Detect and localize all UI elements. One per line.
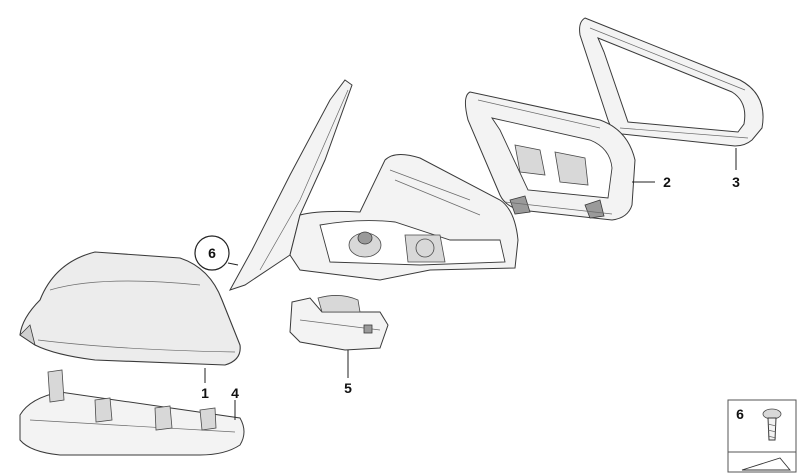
part-6-mirror-base: [228, 79, 519, 291]
callout-6: 6: [194, 235, 230, 271]
part-3-trim-frame: [579, 17, 764, 147]
leader-lines: [204, 148, 737, 420]
svg-text:6: 6: [208, 245, 216, 261]
callout-2: 2: [663, 174, 671, 190]
part-2-carrier-frame: [464, 91, 636, 221]
callout-3: 3: [732, 174, 740, 190]
part-5-bracket: [289, 295, 389, 351]
screw-icon: [762, 408, 782, 441]
callout-4: 4: [231, 385, 239, 401]
svg-text:6: 6: [736, 406, 744, 422]
part-1-mirror-cap: [19, 251, 241, 366]
part-4-lower-housing: [19, 369, 245, 456]
inset-screw-6: 6: [727, 399, 797, 473]
callout-1: 1: [201, 385, 209, 401]
arrow-icon: [741, 457, 791, 471]
callout-5: 5: [344, 380, 352, 396]
